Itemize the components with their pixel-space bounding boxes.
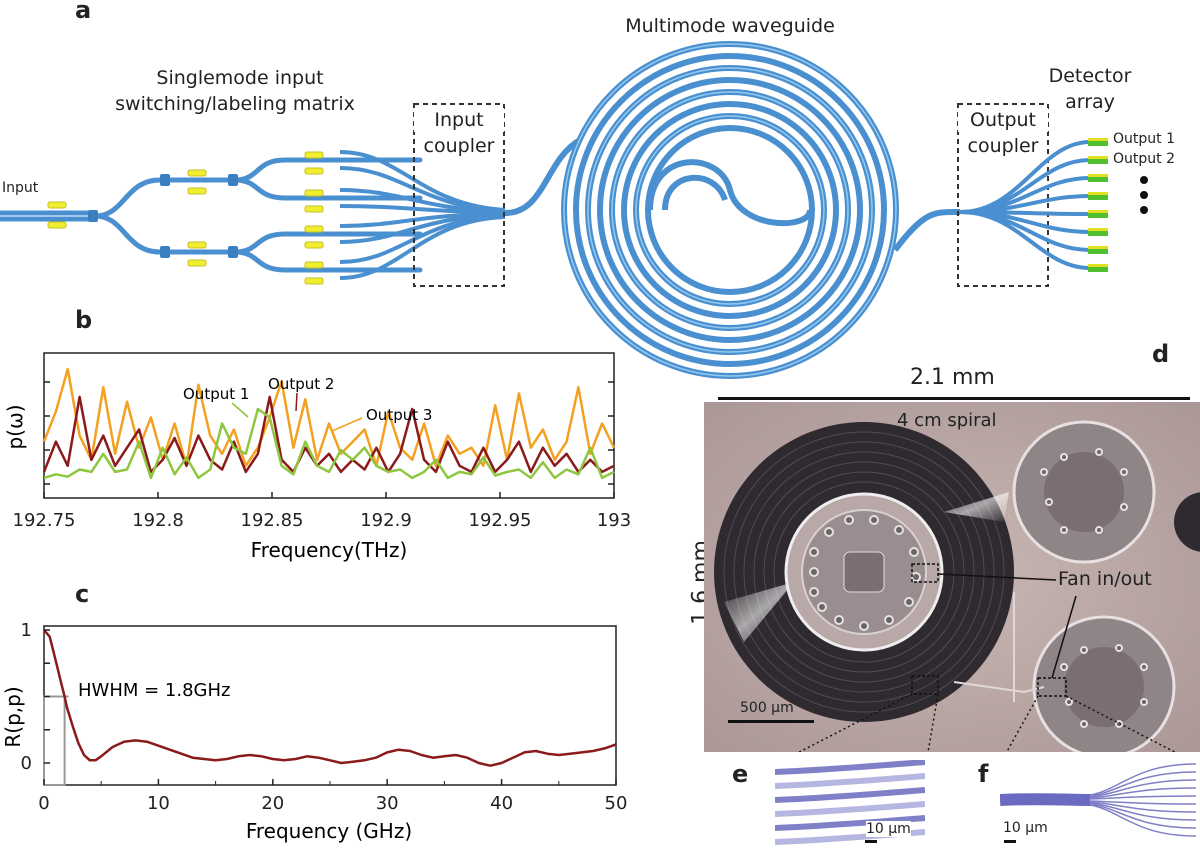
chart-b-ylabel: p(ω) (3, 404, 27, 449)
switching-label-line1: Singlemode input (156, 67, 324, 89)
annotation-output2-pointer (295, 392, 298, 412)
scale-bar (728, 720, 814, 723)
x-tick-label: 40 (490, 793, 513, 814)
x-tick-label: 10 (147, 793, 170, 814)
series-line-output-1 (43, 407, 615, 480)
annotation-output2: Output 2 (268, 375, 334, 393)
scale-label-e: 10 µm (866, 821, 911, 837)
scale-label: 500 µm (740, 700, 794, 716)
chart-c-ylabel: R(p,p) (1, 686, 25, 747)
fan-zoom-box-1 (911, 563, 939, 583)
chart-b-xlabel: Frequency(THz) (251, 538, 408, 562)
switch-elements (47, 151, 324, 285)
x-tick-label: 20 (261, 793, 284, 814)
panel-c-letter: c (75, 580, 90, 608)
panel-b-letter: b (75, 306, 93, 334)
hwhm-annotation: HWHM = 1.8GHz (78, 680, 230, 701)
x-tick-label: 0 (38, 793, 49, 814)
spiral-zoom-box (911, 675, 939, 695)
switching-label-line2: switching/labeling matrix (115, 93, 355, 115)
x-tick-label: 192.75 (13, 510, 76, 531)
scale-label-f: 10 µm (1003, 820, 1048, 836)
input-coupler-box (413, 103, 505, 287)
series-line-output-3 (42, 367, 616, 468)
ellipsis-dots-icon (1140, 176, 1148, 214)
x-tick-label: 50 (605, 793, 628, 814)
x-tick-label: 30 (376, 793, 399, 814)
panel-e-letter: e (732, 760, 749, 788)
detector-array (1088, 138, 1108, 272)
waveguide-label: Multimode waveguide (625, 15, 835, 37)
series-line-output-2 (42, 395, 615, 474)
splitter-tree (0, 157, 423, 273)
detector-label-line1: Detector (1048, 65, 1132, 87)
output-fan (959, 140, 1091, 270)
output1-label: Output 1 (1113, 131, 1175, 147)
detector-label-line2: array (1065, 91, 1115, 113)
annotation-output3: Output 3 (366, 406, 432, 424)
output-coupler-line1: Output (958, 108, 1048, 132)
x-tick-label: 192.95 (469, 510, 532, 531)
width-label: 2.1 mm (910, 365, 995, 390)
input-fan (339, 150, 506, 280)
output-coupler-box (957, 103, 1049, 287)
input-coupler-line1: Input (414, 108, 504, 132)
x-tick-label: 192.9 (360, 510, 412, 531)
panel-f-letter: f (978, 760, 989, 788)
annotation-output3-pointer (331, 417, 363, 432)
input-coupler-line2: coupler (423, 135, 495, 157)
multimode-spiral (561, 41, 899, 379)
output2-label: Output 2 (1113, 151, 1175, 167)
panel-d-letter: d (1152, 340, 1170, 368)
chip-photo (704, 402, 1200, 752)
scale-bar-f (1004, 840, 1016, 843)
spiral-label: 4 cm spiral (897, 410, 997, 431)
coupler-blocks (88, 174, 238, 258)
fan-zoom-box-2 (1037, 677, 1067, 697)
output-coupler-line2: coupler (967, 135, 1039, 157)
panel-a-letter: a (75, 0, 92, 24)
photonic-chip-diagram (0, 41, 1148, 379)
fan-label: Fan in/out (1058, 568, 1152, 590)
annotation-output1: Output 1 (183, 385, 249, 403)
width-bar (718, 397, 1190, 400)
x-tick-label: 192.85 (241, 510, 304, 531)
y-tick-label: 0 (21, 753, 32, 774)
spectrum-chart: 192.75 192.8 192.85 192.9 192.95 193 p(ω) Fre… (3, 352, 631, 562)
autocorrelation-chart: 0 10 20 30 40 50 0 1 R(p,p) Frequency (GHz) HWH… (1, 620, 628, 843)
annotation-output1-pointer (231, 402, 249, 418)
fan-out-closeup (1000, 760, 1196, 845)
x-tick-label: 192.8 (132, 510, 184, 531)
x-tick-label: 193 (597, 510, 631, 531)
scale-bar-e (865, 840, 877, 843)
y-tick-label: 1 (21, 620, 32, 641)
input-label: Input (2, 180, 39, 196)
chart-c-xlabel: Frequency (GHz) (246, 819, 412, 843)
autocorrelation-line (43, 629, 617, 767)
